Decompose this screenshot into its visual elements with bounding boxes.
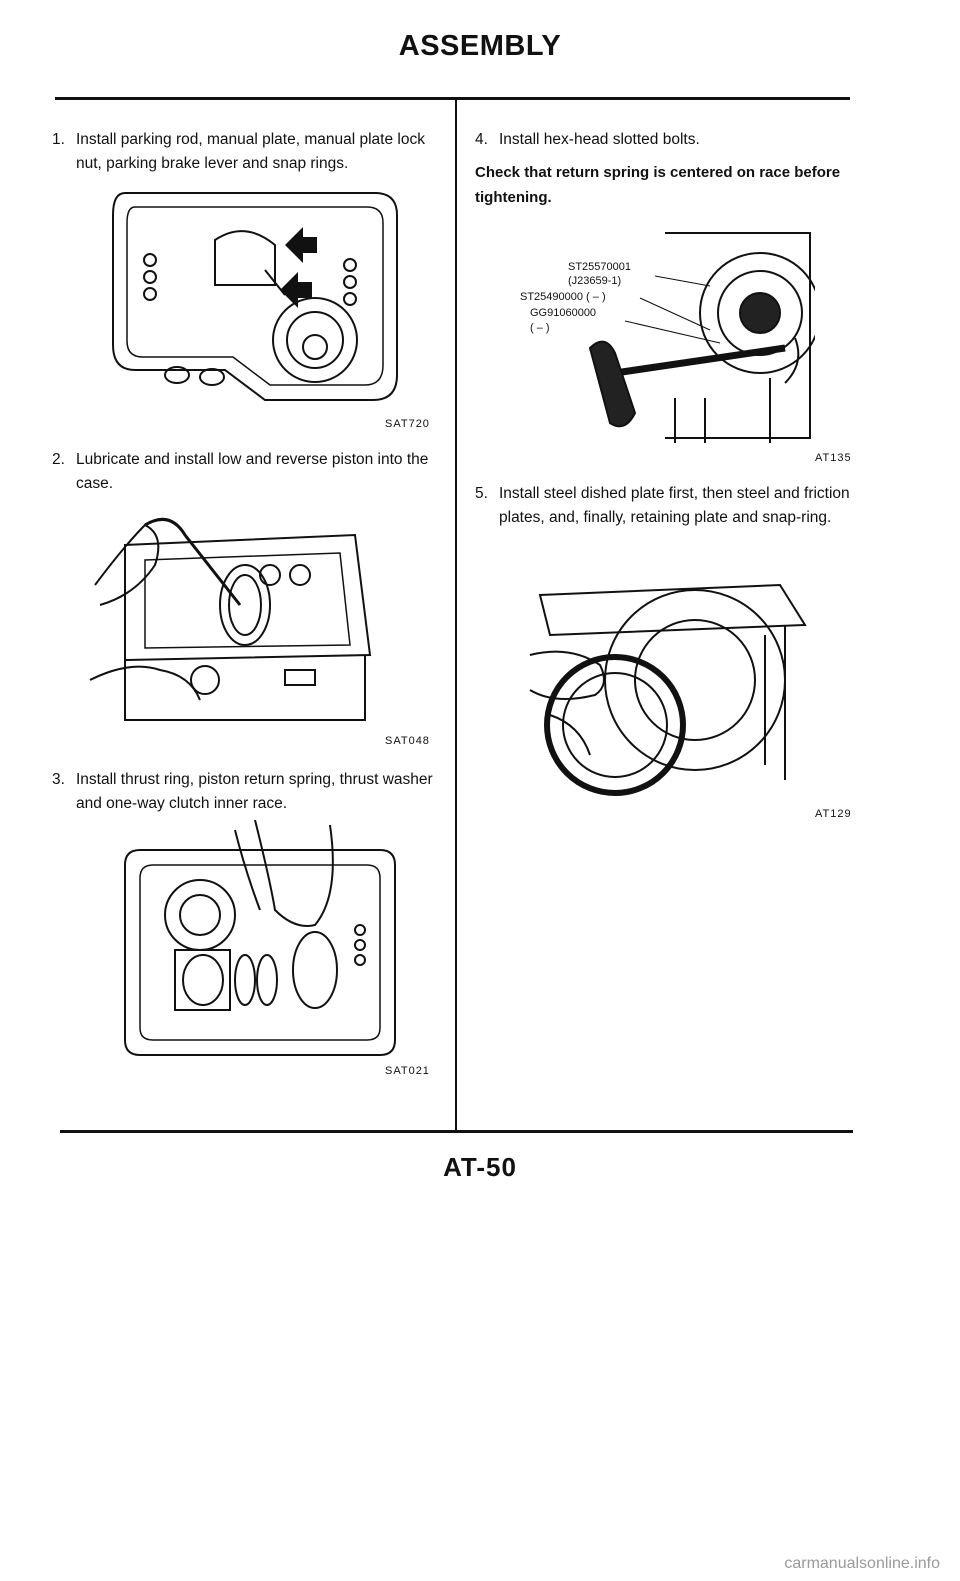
column-divider	[455, 97, 457, 1132]
callout-j23659-1: (J23659-1)	[568, 275, 621, 287]
step-4-note: Check that return spring is centered on …	[475, 164, 841, 206]
step-4-text: Install hex-head slotted bolts.	[499, 131, 700, 148]
clutch-plates-illustration	[529, 583, 807, 796]
page-number: AT-50	[443, 1152, 517, 1182]
figure-code-sat720: SAT720	[385, 418, 430, 430]
figure-sat048	[85, 505, 395, 740]
figure-code-at135: AT135	[815, 452, 852, 464]
step-4-number: 4.	[475, 131, 488, 148]
figure-at135: ST25570001 (J23659-1) ST25490000 ( – ) G…	[505, 218, 815, 448]
transmission-case-illustration	[112, 192, 398, 401]
step-2: 2. Lubricate and install low and reverse…	[52, 448, 442, 496]
step-1-number: 1.	[52, 131, 65, 148]
callout-blank: ( – )	[530, 322, 550, 334]
page-title: ASSEMBLY	[398, 30, 562, 62]
step-3: 3. Install thrust ring, piston return sp…	[52, 768, 442, 816]
step-1-text: Install parking rod, manual plate, manua…	[76, 131, 425, 172]
figure-code-sat021: SAT021	[385, 1065, 430, 1077]
figure-at129	[520, 565, 810, 800]
thrust-ring-illustration	[124, 820, 396, 1056]
step-5-number: 5.	[475, 485, 488, 502]
callout-st25490000: ST25490000 ( – )	[520, 291, 606, 303]
step-3-text: Install thrust ring, piston return sprin…	[76, 771, 433, 812]
callout-gg91060000: GG91060000	[530, 307, 596, 319]
step-1: 1. Install parking rod, manual plate, ma…	[52, 128, 442, 176]
step-4: 4. Install hex-head slotted bolts.	[475, 128, 860, 152]
step-2-text: Lubricate and install low and reverse pi…	[76, 451, 429, 492]
figure-code-sat048: SAT048	[385, 735, 430, 747]
figure-sat720	[105, 185, 405, 410]
bottom-rule	[60, 1130, 853, 1133]
step-5: 5. Install steel dished plate first, the…	[475, 482, 860, 530]
figure-sat021	[115, 820, 405, 1080]
piston-install-illustration	[89, 517, 372, 721]
step-2-number: 2.	[52, 451, 65, 468]
figure-code-at129: AT129	[815, 808, 852, 820]
callout-st25570001: ST25570001	[568, 261, 631, 273]
footer-watermark: carmanualsonline.info	[784, 1555, 940, 1572]
step-3-number: 3.	[52, 771, 65, 788]
step-5-text: Install steel dished plate first, then s…	[499, 485, 850, 526]
top-rule	[55, 97, 850, 100]
hex-bolt-tightening-illustration: ST25570001 (J23659-1) ST25490000 ( – ) G…	[520, 232, 815, 443]
